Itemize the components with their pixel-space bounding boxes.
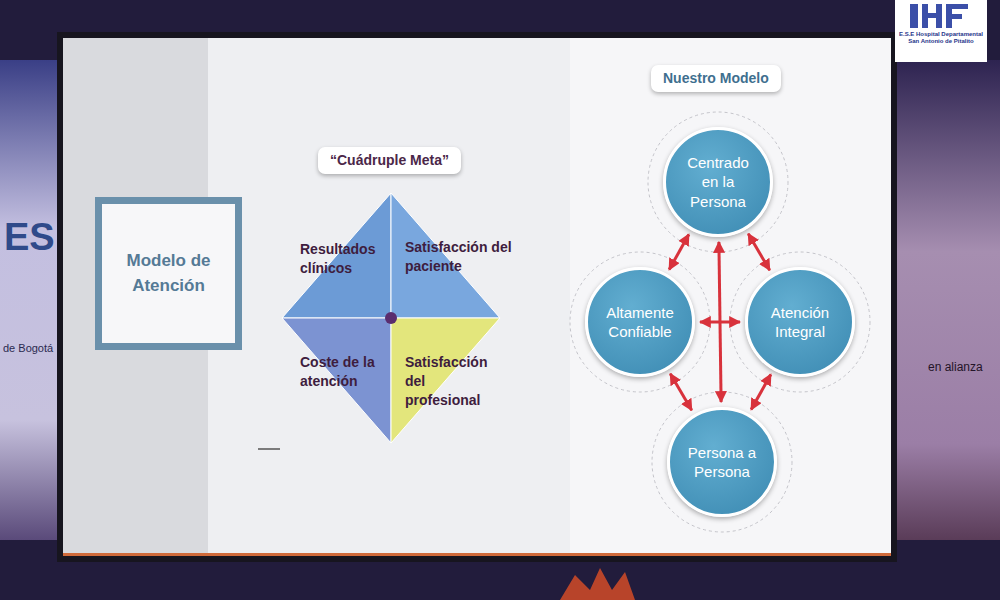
circle-label: Persona a Persona [683,443,761,482]
diamond-quadrant: Resultados clínicos [270,193,391,318]
dashed-rings [570,112,870,532]
dash-mark [258,448,280,450]
circle-label: Altamente Confiable [601,303,679,342]
double-arrow [670,374,691,410]
quadrant-label: Satisfacción del profesional [405,353,497,410]
right-panel [570,38,891,556]
logo-text: E.S.E Hospital Departamental San Antonio… [898,31,984,45]
model-circle: Atención Integral [745,267,855,377]
circle-label: Atención Integral [761,303,839,342]
quadrant-fill [391,193,500,318]
double-arrow [748,234,769,270]
double-arrow [669,234,689,269]
diamond-quadrant: Coste de la atención [270,318,391,443]
screen [63,38,891,556]
middle-panel [208,38,570,556]
logo-mark [910,4,968,28]
circle-label: Centrado en la Persona [679,153,757,212]
logo-ground [895,0,987,62]
tag-label: Nuestro Modelo [663,70,769,87]
tag-label: “Cuádruple Meta” [330,152,449,169]
quadrant-fill [282,193,391,318]
banner-text: en alianza [928,360,983,374]
center-dot [385,312,397,324]
screen-bottom-line [63,553,891,556]
model-circle: Altamente Confiable [585,267,695,377]
quadrant-label: Satisfacción del paciente [405,238,513,276]
double-arrow [700,321,740,324]
model-circle: Centrado en la Persona [663,127,773,237]
right-banner [893,60,1000,540]
plant [560,568,635,600]
diamond-quadrant: Satisfacción del paciente [391,193,515,318]
section-tag: “Cuádruple Meta” [318,147,461,174]
screen-frame [57,32,897,562]
model-circle: Persona a Persona [667,407,777,517]
quadrant-shape [391,193,515,318]
double-arrow [751,374,771,409]
left-banner [0,60,60,540]
model-box: Modelo de Atención [95,197,242,350]
banner-text: de Bogotá [3,342,53,354]
quadrant-fill [282,318,391,443]
quadrant-fill [391,318,500,443]
quadrant-label: Resultados clínicos [300,240,386,278]
quadrant-label: Coste de la atención [300,353,382,391]
section-tag: Nuestro Modelo [651,65,781,92]
banner-text: ES [4,216,55,259]
box-label: Modelo de Atención [113,249,225,298]
diamond-quadrant: Satisfacción del profesional [391,318,515,443]
